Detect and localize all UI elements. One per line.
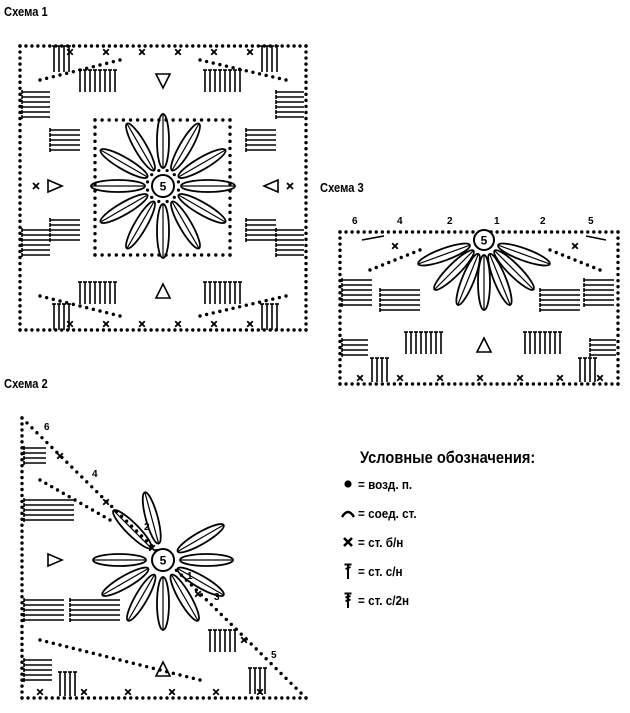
legend-title: Условные обозначения: xyxy=(360,448,536,467)
scheme-2-center-ring xyxy=(151,548,175,572)
half-double-crochet-icon xyxy=(344,592,352,608)
scheme-2-center-label: 5 xyxy=(160,554,167,568)
scheme-3-row-label: 5 xyxy=(588,216,594,227)
legend-item-label: = ст. с/н xyxy=(358,563,403,579)
chain-dot-icon xyxy=(344,480,352,488)
legend-item-single-crochet: = ст. б/н xyxy=(340,532,408,552)
slip-stitch-arc-icon xyxy=(340,510,356,518)
scheme-1-diagram: 5 xyxy=(18,44,308,332)
scheme-2-row-label: 3 xyxy=(214,592,220,603)
legend-item-label: = ст. с/2н xyxy=(358,592,410,608)
scheme-2-row-label: 2 xyxy=(144,522,150,533)
scheme-1-center-label: 5 xyxy=(160,180,167,194)
scheme-2-row-label: 6 xyxy=(44,422,50,433)
scheme-3-center-ring xyxy=(473,229,495,251)
legend-item-label: = возд. п. xyxy=(358,476,413,492)
scheme-3-row-label: 1 xyxy=(494,216,500,227)
scheme-3-row-label: 6 xyxy=(352,216,358,227)
scheme-1-center-ring xyxy=(151,174,175,198)
legend-item-half-double-crochet: = ст. с/2н xyxy=(340,590,415,610)
scheme-2-diagram: 5 6 4 2 1 3 5 xyxy=(20,416,308,700)
legend-item-label: = ст. б/н xyxy=(358,534,404,550)
legend-item-slip-stitch: = соед. ст. xyxy=(340,503,423,523)
scheme-1-title: Схема 1 xyxy=(4,4,48,19)
scheme-2-row-label: 5 xyxy=(271,650,277,661)
scheme-2-row-label: 4 xyxy=(92,469,98,480)
scheme-2-title: Схема 2 xyxy=(4,376,48,391)
scheme-3-title: Схема 3 xyxy=(320,180,364,195)
legend-item-double-crochet: = ст. с/н xyxy=(340,561,408,581)
scheme-3-row-label: 2 xyxy=(447,216,453,227)
scheme-2-row-label: 1 xyxy=(187,571,193,582)
scheme-3-center-label: 5 xyxy=(481,234,488,248)
single-crochet-cross-icon xyxy=(343,537,353,547)
scheme-3-row-label: 2 xyxy=(540,216,546,227)
legend-item-chain: = возд. п. xyxy=(340,474,418,494)
scheme-3-row-label: 4 xyxy=(397,216,403,227)
legend-item-label: = соед. ст. xyxy=(358,505,417,521)
scheme-3-diagram: 5 6 4 2 1 2 5 xyxy=(338,216,620,386)
double-crochet-icon xyxy=(344,563,352,579)
